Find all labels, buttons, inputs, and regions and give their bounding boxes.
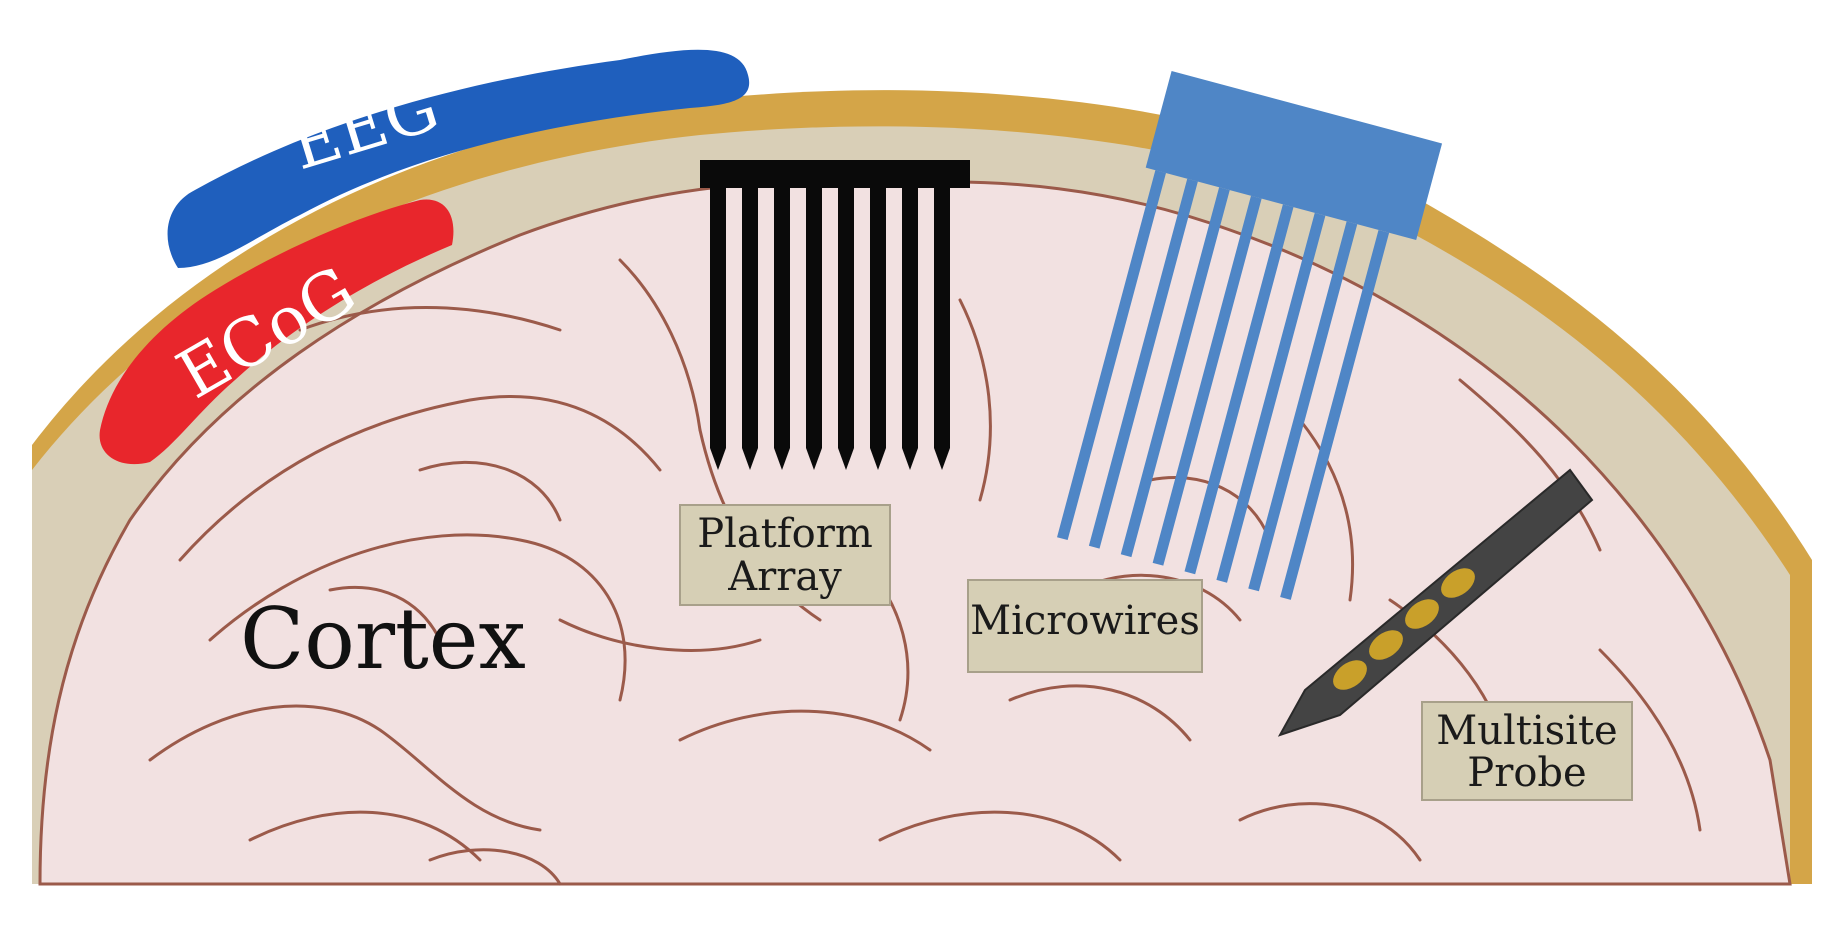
multisite-probe-label-line2: Probe: [1467, 750, 1586, 796]
platform-array: [700, 160, 970, 470]
microwires-label-box: [967, 579, 1203, 673]
microwires-wires: [1057, 170, 1390, 600]
cortex-label: Cortex: [240, 590, 526, 688]
ecog-electrode: [99, 199, 454, 465]
platform-array-label-line1: Platform: [697, 511, 873, 557]
platform-array-label-line2: Array: [727, 554, 842, 600]
multisite-probe-sites: [1333, 568, 1475, 690]
microwires: [1057, 70, 1443, 600]
microwires-label: Microwires: [967, 579, 1203, 673]
platform-array-base: [700, 160, 970, 188]
microwires-label-text: Microwires: [970, 598, 1200, 644]
multisite-probe: [1277, 468, 1594, 737]
platform-array-label-box: [679, 504, 891, 606]
eeg-electrode: [167, 49, 750, 268]
multisite-probe-label-line1: Multisite: [1436, 708, 1617, 754]
multisite-probe-label-box: [1421, 701, 1633, 801]
platform-array-needles: [710, 188, 950, 470]
microwires-base: [1145, 70, 1443, 241]
multisite-probe-label: Multisite Probe: [1421, 701, 1633, 801]
platform-array-label: Platform Array: [679, 504, 891, 606]
